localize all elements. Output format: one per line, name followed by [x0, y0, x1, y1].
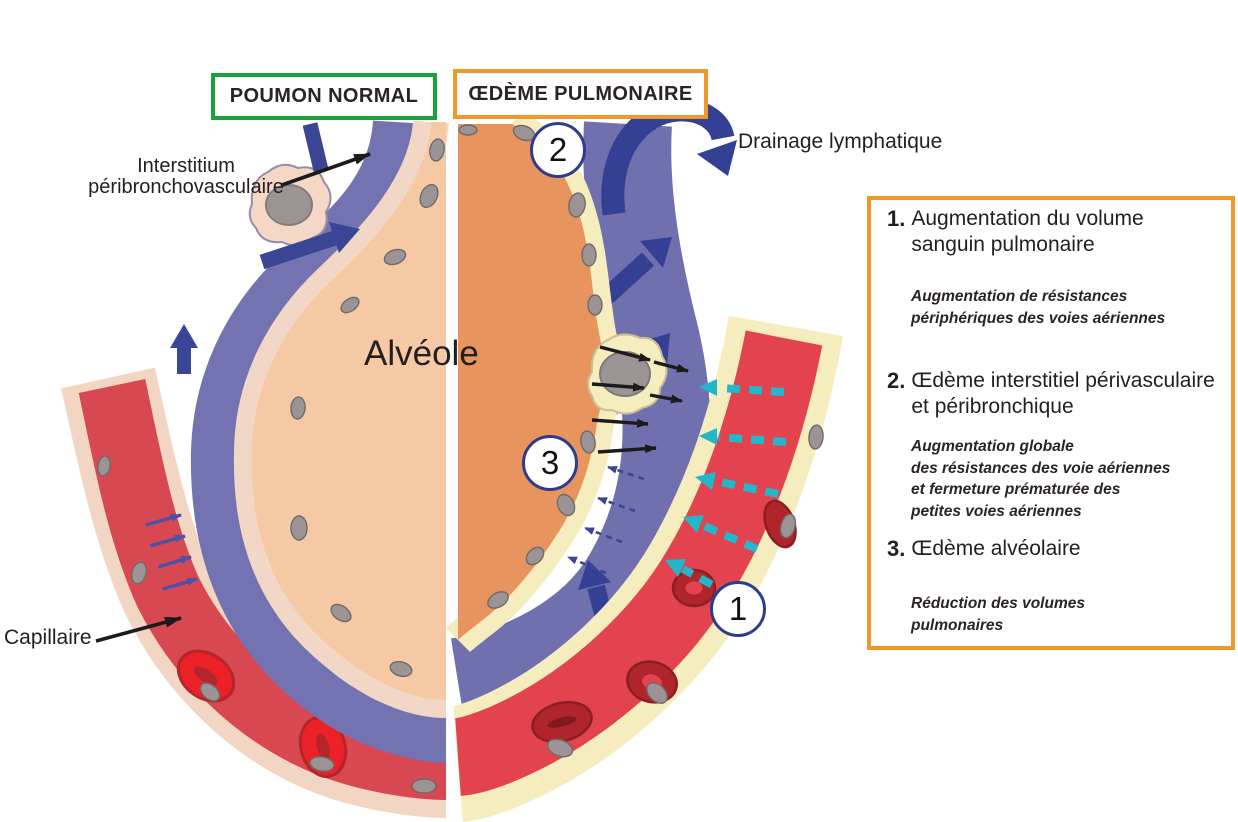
legend-item-3-number: 3. [887, 536, 906, 561]
legend-item-2-note: Augmentation globale des résistances des… [911, 438, 1171, 521]
marker-1-number: 1 [728, 590, 748, 627]
alveole-interior [251, 122, 446, 700]
title-edema-label: ŒDÈME PULMONAIRE [468, 82, 693, 105]
interstitium-label: Interstitium péribronchovasculaire [88, 155, 284, 198]
title-normal-box: POUMON NORMAL [211, 73, 437, 120]
pointer-arrows [95, 152, 371, 643]
fluid-leak-arrows [591, 345, 689, 454]
title-edema-box: ŒDÈME PULMONAIRE [453, 69, 708, 119]
title-normal-label: POUMON NORMAL [229, 85, 419, 107]
lymph-flow-arrows [170, 122, 360, 374]
legend-box: 1. Augmentation du volume sanguin pulmon… [867, 196, 1235, 650]
capillary-leak-arrows [665, 379, 787, 599]
interstitium-pointer-arrow [281, 152, 371, 187]
macrophage-cell [248, 163, 332, 247]
membrane-cells [97, 138, 445, 794]
capillaire-label: Capillaire [4, 626, 92, 649]
drainage-label: Drainage lymphatique [738, 130, 943, 153]
capillaire-pointer-arrow [95, 616, 182, 643]
marker-1-badge: 1 [710, 581, 766, 637]
legend-item-3-note: Réduction des volumes pulmonaires [911, 595, 1085, 634]
red-blood-cell [176, 649, 236, 703]
legend-item-1-number: 1. [887, 206, 906, 231]
legend-item-1-title: Augmentation du volume sanguin pulmonair… [911, 207, 1144, 256]
macrophage-cell [587, 333, 668, 415]
legend-item-3-title: Œdème alvéolaire [911, 537, 1081, 560]
filtration-arrows [145, 513, 198, 591]
red-blood-cell [531, 700, 593, 744]
legend-item-2-title: Œdème interstitiel périvasculaire et pér… [911, 369, 1215, 418]
legend-item-1: 1. Augmentation du volume sanguin pulmon… [887, 206, 1144, 257]
normal-lung-panel [61, 119, 449, 818]
marker-2-number: 2 [548, 131, 568, 168]
edema-interstitium-band [450, 121, 711, 726]
legend-item-1-note: Augmentation de résistances périphérique… [911, 288, 1166, 327]
red-blood-cell [671, 568, 717, 608]
alveole-label: Alvéole [364, 334, 479, 373]
legend-item-2-number: 2. [887, 368, 906, 393]
alveolar-flood-arrows [567, 465, 645, 575]
marker-3-number: 3 [540, 444, 560, 481]
marker-2-badge: 2 [530, 122, 586, 178]
marker-3-badge: 3 [522, 435, 578, 491]
legend-item-3: 3. Œdème alvéolaire [887, 536, 1081, 562]
legend-item-2: 2. Œdème interstitiel périvasculaire et … [887, 368, 1215, 419]
edema-lung-panel [445, 98, 844, 822]
edema-alveole-interior [458, 124, 616, 640]
